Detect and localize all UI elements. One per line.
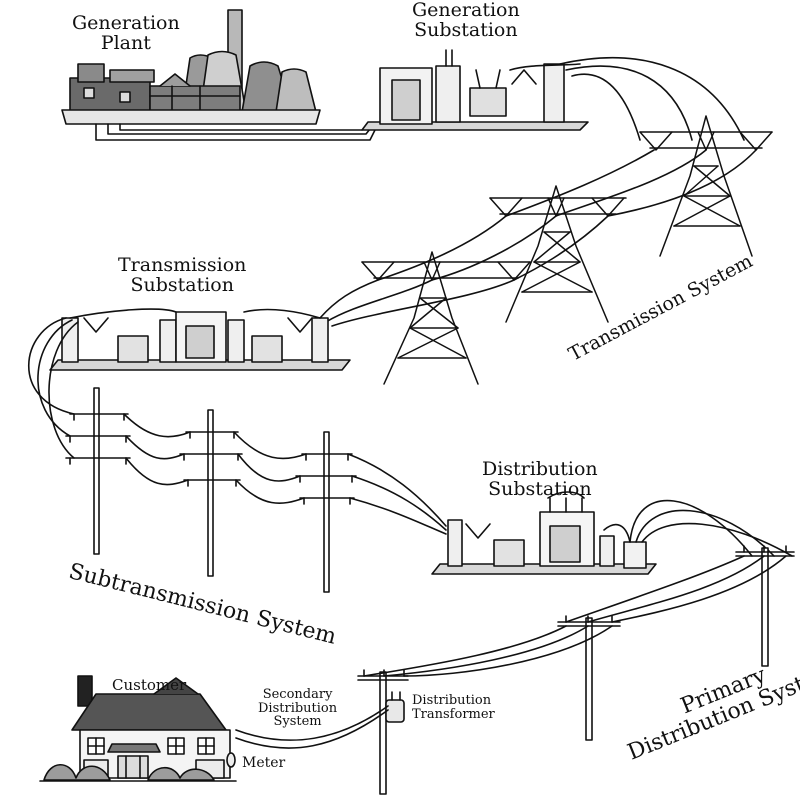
transmission-tower-icon	[639, 115, 773, 257]
transmission-line	[513, 215, 609, 281]
subtransmission-line	[48, 321, 79, 459]
distribution-transformer-icon	[385, 691, 405, 723]
plant-cable	[95, 123, 379, 141]
transmission-substation-label: Transmission Substation	[118, 254, 247, 296]
generation-plant-label: Generation Plant	[72, 12, 180, 54]
customer-label: Customer	[112, 676, 187, 694]
subtransmission-line	[125, 435, 185, 460]
transmission-substation-icon	[49, 308, 351, 371]
generation-plant-icon	[61, 9, 321, 125]
distribution-substation-label: Distribution Substation	[482, 458, 598, 500]
secondary-distribution-line	[235, 709, 389, 749]
subtransmission-line	[37, 319, 73, 437]
transmission-line	[431, 215, 557, 281]
plant-cable	[119, 123, 363, 131]
generation-substation-label: Generation Substation	[412, 0, 520, 41]
generation-substation-icon	[361, 49, 589, 131]
meter-icon	[226, 752, 236, 768]
customer-house-icon	[39, 675, 237, 782]
secondary-distribution-system-label: Secondary Distribution System	[258, 687, 338, 730]
subtransmission-line	[235, 479, 305, 504]
utility-pole-icon	[295, 431, 357, 593]
subtransmission-line	[233, 431, 307, 460]
plant-cable	[107, 123, 375, 135]
primary-distribution-line	[635, 509, 775, 557]
utility-pole-icon	[735, 545, 795, 667]
secondary-distribution-line	[235, 705, 389, 741]
transmission-line	[559, 57, 745, 141]
transmission-line	[377, 215, 507, 281]
subtransmission-line	[125, 457, 189, 486]
transmission-line	[565, 65, 693, 141]
utility-pole-icon	[65, 387, 131, 555]
utility-pole-icon	[179, 409, 243, 577]
transmission-tower-icon	[489, 185, 627, 323]
transmission-line	[555, 149, 707, 217]
subtransmission-line	[27, 317, 75, 415]
primary-distribution-line	[587, 555, 765, 623]
transmission-line	[505, 149, 655, 217]
primary-distribution-line	[403, 625, 613, 677]
transmission-line	[607, 149, 757, 217]
subtransmission-line	[237, 453, 301, 482]
transmission-line	[571, 73, 641, 141]
primary-distribution-line	[611, 555, 787, 623]
meter-label: Meter	[242, 755, 286, 771]
primary-distribution-line	[641, 522, 793, 557]
distribution-substation-icon	[431, 491, 657, 575]
primary-distribution-line	[383, 625, 589, 677]
transmission-tower-icon	[361, 251, 531, 385]
subtransmission-line	[347, 453, 447, 527]
transmission-line	[325, 279, 433, 323]
utility-pole-icon	[357, 669, 409, 795]
primary-distribution-line	[629, 499, 753, 557]
subtransmission-line	[349, 497, 447, 535]
transmission-line	[319, 279, 379, 319]
transmission-line	[331, 279, 515, 327]
utility-pole-icon	[557, 615, 621, 741]
primary-distribution-line	[565, 555, 745, 623]
subtransmission-line	[123, 413, 191, 438]
subtransmission-line	[351, 475, 447, 531]
primary-distribution-line	[363, 625, 567, 677]
distribution-transformer-label: Distribution Transformer	[412, 693, 495, 722]
